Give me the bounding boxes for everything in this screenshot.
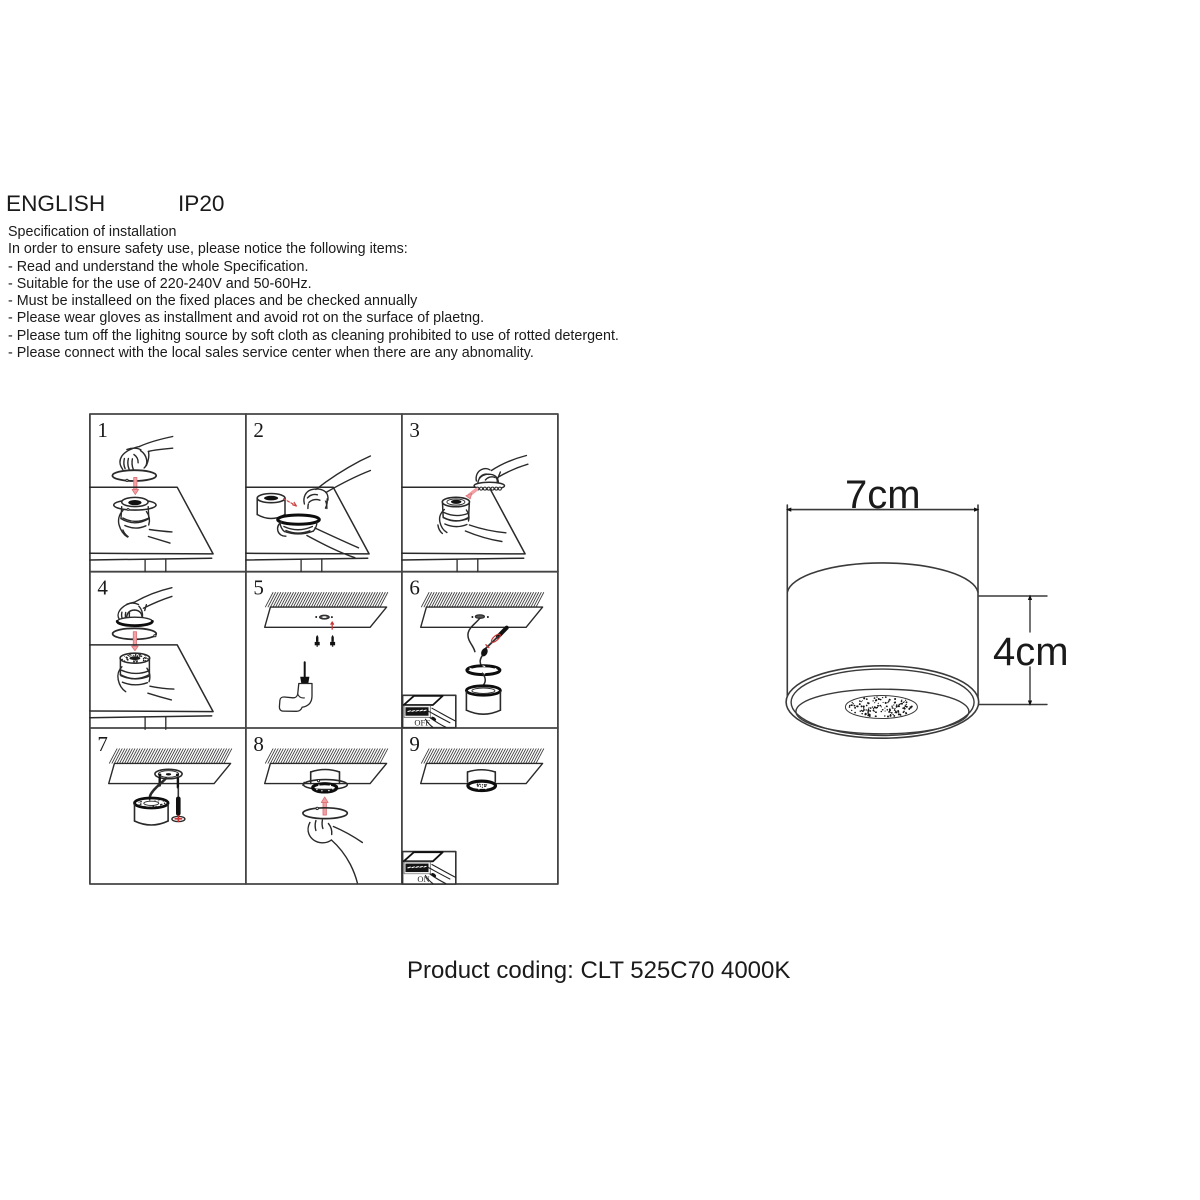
svg-text:9: 9 <box>409 732 420 756</box>
svg-text:7cm: 7cm <box>845 473 921 517</box>
svg-text:4cm: 4cm <box>993 630 1069 674</box>
svg-text:4: 4 <box>97 576 108 600</box>
svg-text:OFF: OFF <box>414 718 430 728</box>
svg-text:1: 1 <box>97 418 108 442</box>
svg-text:8: 8 <box>253 732 264 756</box>
svg-text:5: 5 <box>253 576 264 600</box>
svg-text:ON: ON <box>417 874 429 884</box>
svg-text:7: 7 <box>97 732 108 756</box>
svg-text:2: 2 <box>253 418 264 442</box>
svg-text:6: 6 <box>409 576 420 600</box>
svg-text:3: 3 <box>409 418 420 442</box>
